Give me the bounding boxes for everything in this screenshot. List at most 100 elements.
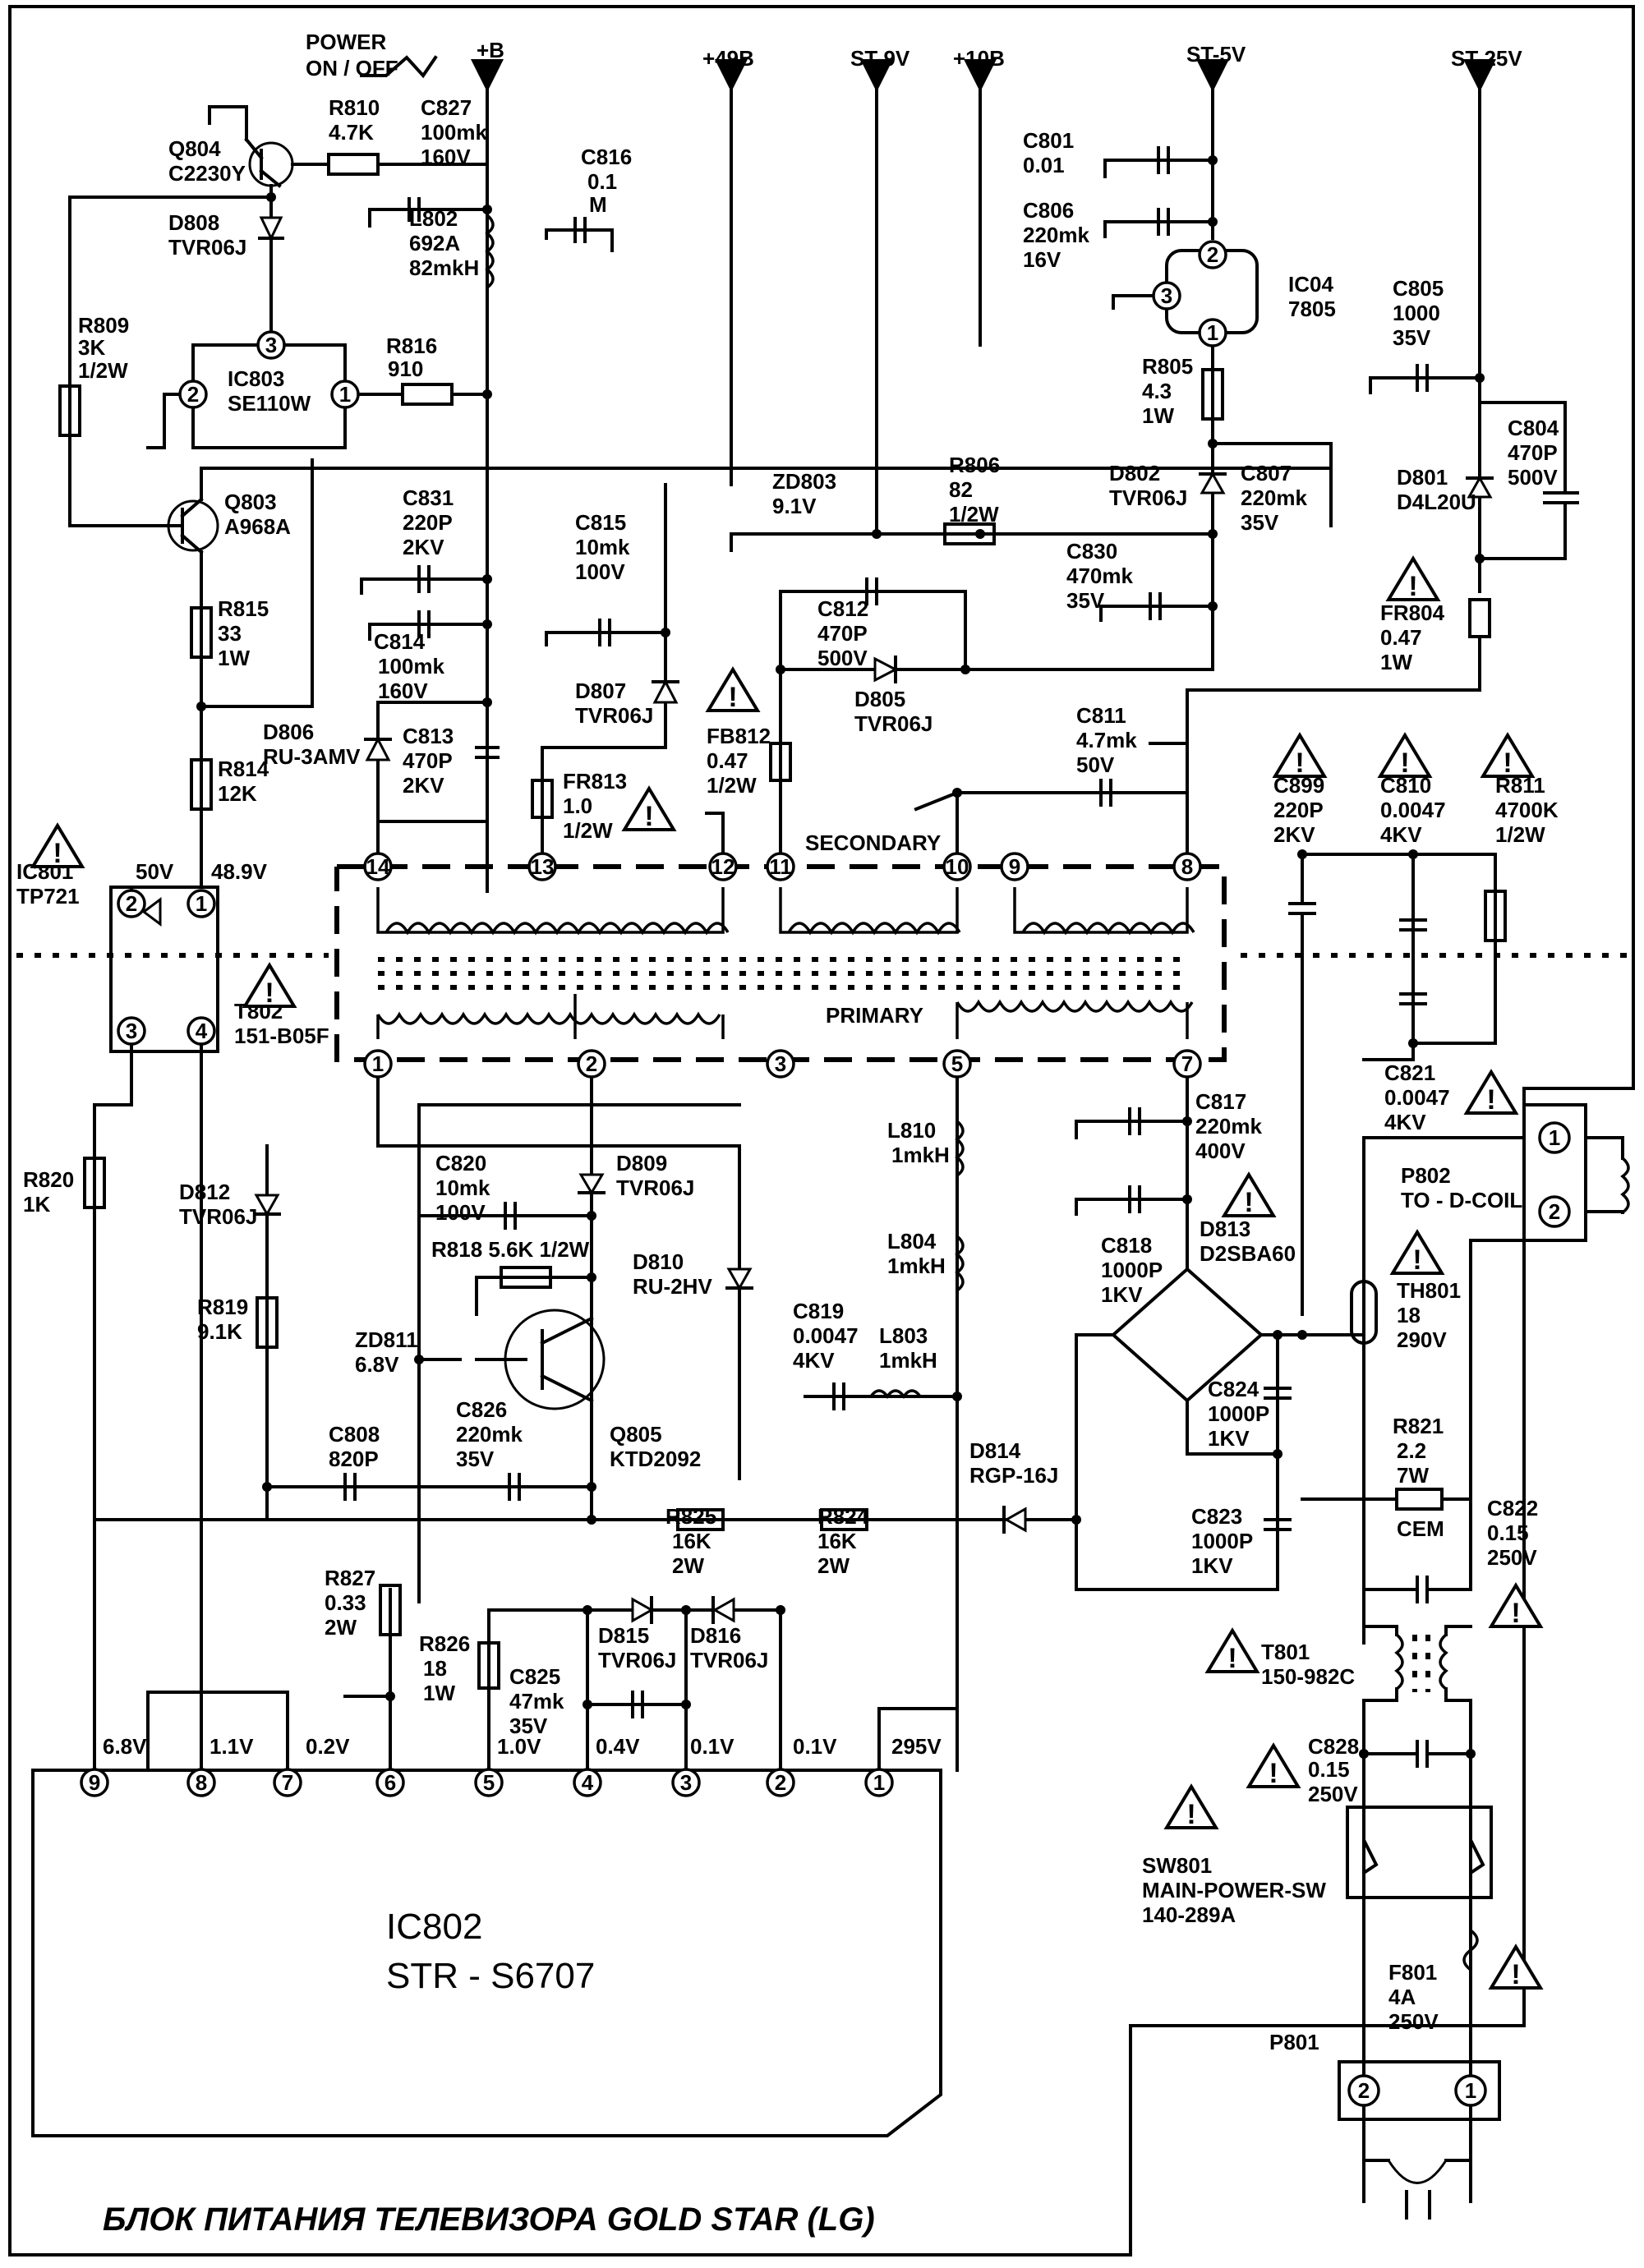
svg-text:!: ! bbox=[1227, 1643, 1236, 1674]
warning-icon: ! bbox=[1389, 1229, 1445, 1276]
svg-text:!: ! bbox=[53, 838, 62, 869]
c807-ref: C807 bbox=[1241, 461, 1292, 485]
r827-ref: R827 bbox=[325, 1566, 375, 1590]
c828-value: 0.15 bbox=[1308, 1757, 1350, 1782]
c826-value: 220mk bbox=[456, 1422, 523, 1447]
svg-text:1: 1 bbox=[873, 1770, 885, 1795]
c806-voltage: 16V bbox=[1023, 247, 1061, 272]
c825-ref: C825 bbox=[509, 1664, 560, 1689]
c816-tol: M bbox=[589, 192, 607, 217]
c815-ref: C815 bbox=[575, 510, 626, 535]
fr813-ref: FR813 bbox=[563, 769, 627, 794]
c808-ref: C808 bbox=[329, 1422, 380, 1447]
fb812-value: 0.47 bbox=[707, 748, 748, 773]
c806-value: 220mk bbox=[1023, 223, 1089, 247]
l803-ref: L803 bbox=[879, 1323, 928, 1348]
c830-voltage: 35V bbox=[1066, 588, 1105, 613]
c820-ref: C820 bbox=[435, 1151, 486, 1175]
svg-text:3: 3 bbox=[775, 1051, 786, 1076]
r809-value: 3K bbox=[78, 335, 105, 360]
svg-text:4: 4 bbox=[582, 1770, 594, 1795]
svg-text:1: 1 bbox=[339, 382, 351, 407]
r821-power: 7W bbox=[1397, 1463, 1429, 1488]
svg-text:12: 12 bbox=[711, 854, 735, 879]
c819-value: 0.0047 bbox=[793, 1323, 859, 1348]
d808-ref: D808 bbox=[168, 210, 219, 235]
l802-code: 692A bbox=[409, 231, 460, 255]
svg-text:2: 2 bbox=[1358, 2078, 1370, 2103]
t801-ref: T801 bbox=[1261, 1640, 1310, 1664]
d806-ref: D806 bbox=[263, 720, 314, 744]
r810-value: 4.7K bbox=[329, 120, 374, 145]
svg-text:2: 2 bbox=[126, 891, 137, 916]
ic802-pin7-voltage: 0.2V bbox=[306, 1734, 350, 1759]
warning-icon: ! bbox=[1488, 1944, 1544, 1990]
c805-value: 1000 bbox=[1393, 301, 1440, 325]
fr804-power: 1W bbox=[1380, 650, 1412, 674]
r825-power: 2W bbox=[672, 1553, 704, 1578]
svg-text:3: 3 bbox=[680, 1770, 692, 1795]
warning-icon: ! bbox=[30, 822, 85, 869]
c826-voltage: 35V bbox=[456, 1447, 495, 1471]
ic801-part: TP721 bbox=[16, 884, 80, 909]
ic802-pin9-voltage: 6.8V bbox=[103, 1734, 147, 1759]
outer-border bbox=[8, 5, 1635, 2256]
d813-ref: D813 bbox=[1200, 1217, 1250, 1241]
c822-ref: C822 bbox=[1487, 1496, 1538, 1520]
junction-dots bbox=[196, 155, 1485, 1759]
svg-text:10: 10 bbox=[946, 854, 969, 879]
warning-icon: ! bbox=[1163, 1783, 1219, 1830]
q805-part: KTD2092 bbox=[610, 1447, 701, 1471]
r820-value: 1K bbox=[23, 1192, 50, 1217]
r827-value: 0.33 bbox=[325, 1590, 366, 1615]
warning-icon: ! bbox=[1385, 555, 1441, 602]
svg-text:3: 3 bbox=[265, 333, 277, 357]
c823-ref: C823 bbox=[1191, 1504, 1242, 1529]
c828-ref: C828 bbox=[1308, 1734, 1359, 1759]
rail-label-49v: +49B bbox=[702, 46, 754, 71]
d809-ref: D809 bbox=[616, 1151, 667, 1175]
c804-ref: C804 bbox=[1508, 416, 1559, 440]
l803-value: 1mkH bbox=[879, 1348, 937, 1373]
c826-ref: C826 bbox=[456, 1397, 507, 1422]
opto-voltage-2: 48.9V bbox=[211, 859, 268, 884]
ic802-part: STR - S6707 bbox=[386, 1956, 595, 1996]
r824-ref: R824 bbox=[817, 1504, 869, 1529]
warning-icon: ! bbox=[1463, 1069, 1519, 1116]
c825-voltage: 35V bbox=[509, 1714, 548, 1738]
l802-value: 82mkH bbox=[409, 255, 479, 280]
q803-part: A968A bbox=[224, 514, 291, 539]
secondary-label: SECONDARY bbox=[805, 830, 941, 855]
c830-value: 470mk bbox=[1066, 564, 1133, 588]
svg-text:!: ! bbox=[1408, 571, 1417, 602]
f801-value: 4A bbox=[1388, 1985, 1416, 2009]
standby-switch-block: POWER ON / OFF Q804 C2230Y R810 4.7K C82… bbox=[58, 30, 1333, 889]
r811-value: 4700K bbox=[1495, 798, 1559, 822]
c813-value: 470P bbox=[403, 748, 453, 773]
c824-voltage: 1KV bbox=[1208, 1426, 1250, 1451]
zd811-ref: ZD811 bbox=[355, 1327, 418, 1352]
svg-text:9: 9 bbox=[89, 1770, 100, 1795]
bottom-sense-block: R827 0.33 2W R826 18 1W C825 47mk 35V D8… bbox=[146, 1566, 959, 1772]
p802-ref: P802 bbox=[1401, 1163, 1451, 1188]
d816-ref: D816 bbox=[690, 1623, 741, 1648]
r811-power: 1/2W bbox=[1495, 822, 1545, 847]
r806-value: 82 bbox=[949, 477, 973, 502]
opto-voltage-1: 50V bbox=[136, 859, 174, 884]
p802-desc: TO - D-COIL bbox=[1401, 1188, 1522, 1212]
d806-part: RU-3AMV bbox=[263, 744, 361, 769]
d813-part: D2SBA60 bbox=[1200, 1241, 1296, 1266]
svg-text:!: ! bbox=[1503, 748, 1512, 779]
svg-text:1: 1 bbox=[1207, 320, 1218, 345]
rail-label-10v: +10B bbox=[953, 46, 1005, 71]
svg-text:!: ! bbox=[1486, 1084, 1495, 1116]
d812-part: TVR06J bbox=[179, 1204, 257, 1229]
c813-ref: C813 bbox=[403, 724, 454, 748]
zd811-value: 6.8V bbox=[355, 1352, 399, 1377]
t802-part: 151-B05F bbox=[234, 1024, 329, 1048]
ic803-part: SE110W bbox=[228, 391, 311, 416]
q803-ref: Q803 bbox=[224, 490, 277, 514]
c810-value: 0.0047 bbox=[1380, 798, 1446, 822]
c810-voltage: 4KV bbox=[1380, 822, 1422, 847]
svg-text:1: 1 bbox=[1549, 1125, 1560, 1150]
